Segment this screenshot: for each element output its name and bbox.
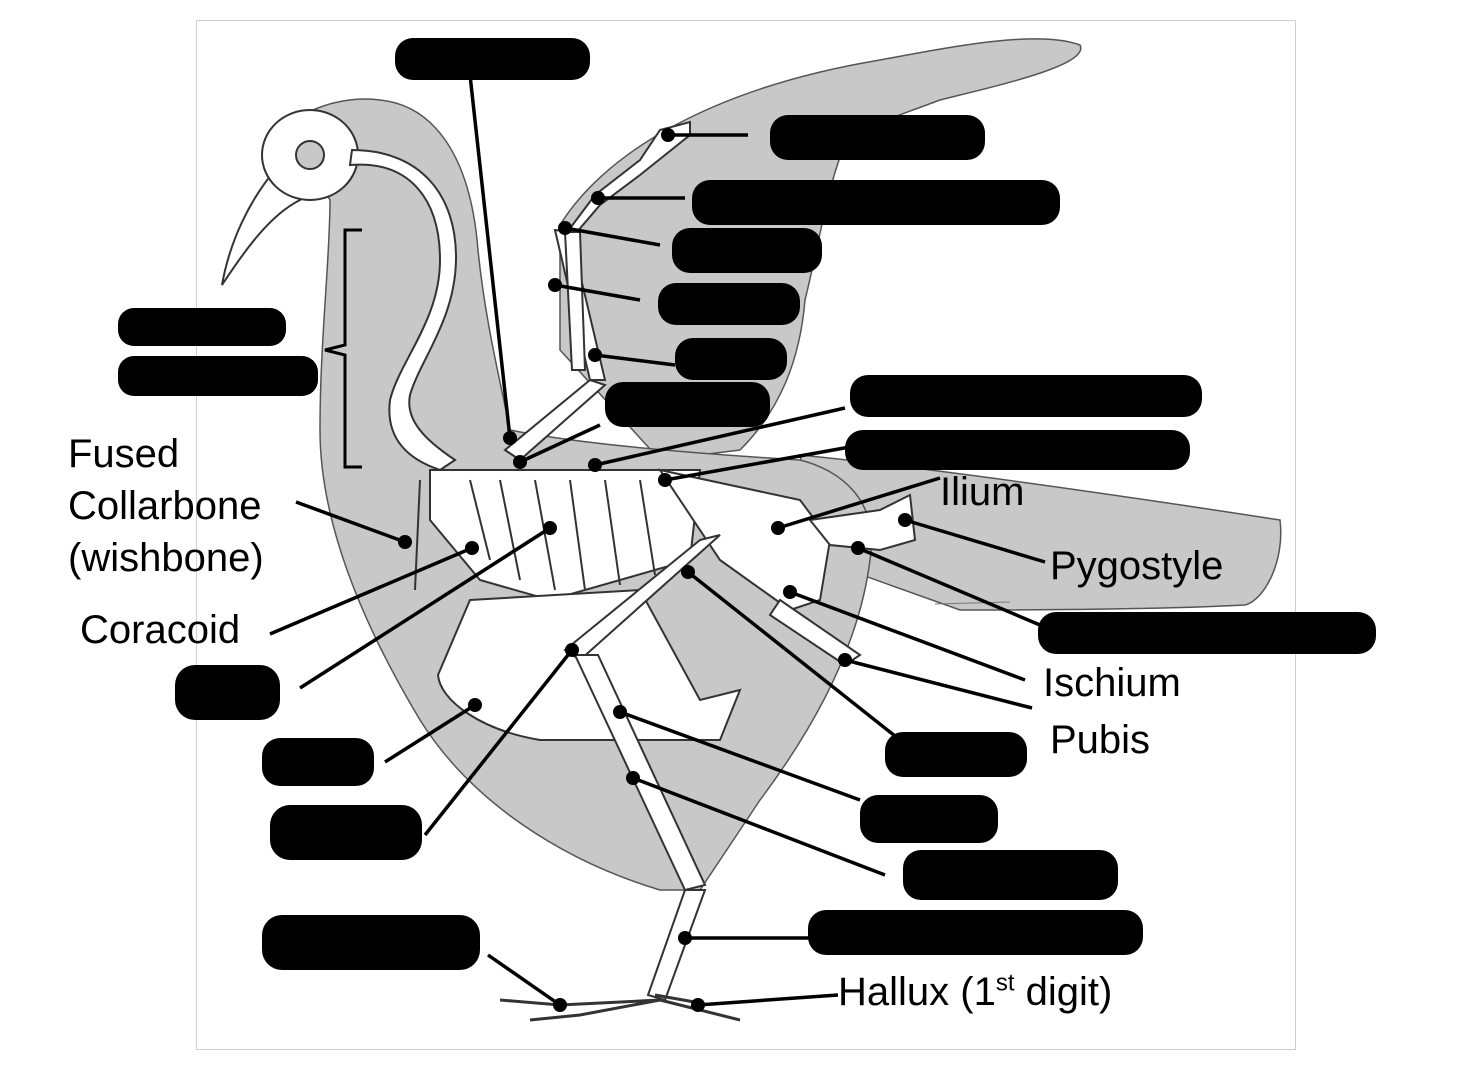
label-fused-collarbone: Fused Collarbone (wishbone) [68,432,264,580]
label-hallux-main: Hallux (1 [838,970,996,1014]
label-hallux: Hallux (1st digit) [838,966,1112,1018]
redacted-label [395,38,590,80]
leader-endpoints [398,128,912,1012]
vertebrae-bracket [324,228,362,469]
beak-shape [221,168,302,286]
redacted-label [175,665,280,720]
tail-silhouette [799,454,1282,611]
tibiotarsus [573,654,707,892]
label-ilium: Ilium [940,470,1025,514]
redacted-label [262,738,374,786]
pelvis [657,468,832,612]
redacted-labels [118,38,1376,970]
redacted-label [262,915,480,970]
label-coracoid: Coracoid [80,608,241,652]
tail-vertebrae [808,493,917,552]
neck-vertebrae [348,148,458,472]
redacted-label [808,910,1143,955]
redacted-label [118,308,286,346]
redacted-label [903,850,1118,900]
label-ischium: Ischium [1043,661,1181,705]
redacted-label [860,795,998,843]
label-hallux-superscript: st [995,969,1015,997]
redacted-label [885,732,1027,777]
leader-lines [269,74,1046,1007]
redacted-label [675,338,787,380]
skeleton [261,109,917,1022]
redacted-label [605,382,770,427]
label-hallux-end: digit) [1014,970,1113,1014]
redacted-label [845,430,1190,470]
label-pubis: Pubis [1050,718,1151,762]
diagram-frame [196,20,1296,1050]
redacted-label [118,356,318,396]
redacted-label [672,228,822,273]
redacted-label [692,180,1060,225]
label-pygostyle: Pygostyle [1050,544,1224,588]
wing-bones [563,120,691,242]
redacted-label [658,283,800,325]
redacted-label [270,805,422,860]
tarsometatarsus [646,889,707,1002]
redacted-label [1038,612,1376,654]
redacted-label [770,115,985,160]
redacted-label [850,375,1202,417]
